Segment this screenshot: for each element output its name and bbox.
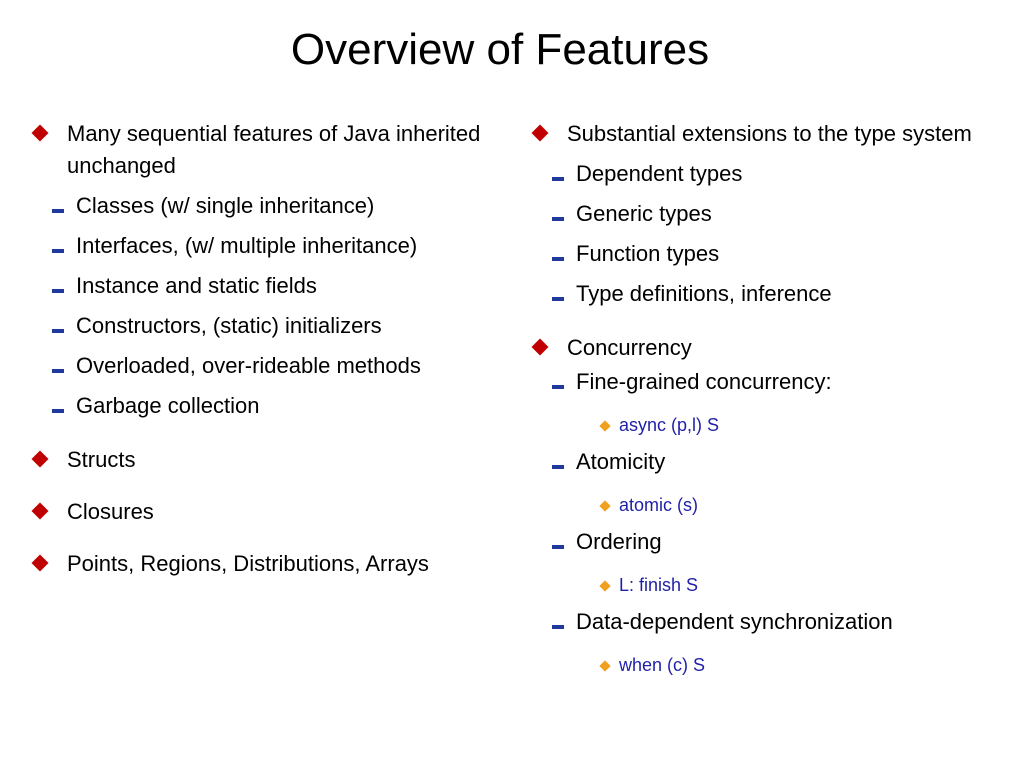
diamond-bullet-icon	[31, 502, 49, 520]
sub-bullet-text: Atomicity	[576, 449, 666, 474]
diamond-bullet-icon	[31, 450, 49, 468]
sub-bullet-dependent-types: Dependent types	[530, 158, 1010, 190]
small-diamond-bullet-icon	[599, 420, 611, 432]
sub-bullet-interfaces: Interfaces, (w/ multiple inheritance)	[30, 230, 500, 262]
slide-title: Overview of Features	[290, 25, 710, 74]
code-text: when (c) S	[619, 655, 706, 675]
sub-bullet-text: Generic types	[576, 201, 712, 226]
diamond-bullet-icon	[531, 338, 549, 356]
bullet-text: Concurrency	[567, 335, 692, 360]
sub-bullet-generic-types: Generic types	[530, 198, 1010, 230]
sub-bullet-atomicity: Atomicity	[530, 446, 1010, 478]
sub-bullet-text: Overloaded, over-rideable methods	[76, 353, 421, 378]
dash-bullet-icon	[552, 257, 564, 261]
sub-bullet-gc: Garbage collection	[30, 390, 500, 422]
sub-bullet-text: Interfaces, (w/ multiple inheritance)	[76, 233, 418, 258]
code-bullet-atomic: atomic (s)	[530, 492, 1010, 518]
sub-bullet-text: Type definitions, inference	[576, 281, 832, 306]
sub-bullet-text: Fine-grained concurrency:	[576, 369, 832, 394]
dash-bullet-icon	[552, 545, 564, 549]
sub-bullet-fine-grained: Fine-grained concurrency:	[530, 366, 1010, 398]
sub-bullet-text: Classes (w/ single inheritance)	[76, 193, 375, 218]
code-text: async (p,l) S	[619, 415, 720, 435]
dash-bullet-icon	[52, 249, 64, 253]
dash-bullet-icon	[52, 409, 64, 413]
dash-bullet-icon	[552, 465, 564, 469]
sub-bullet-text: Data-dependent synchronization	[576, 609, 893, 634]
diamond-bullet-icon	[531, 124, 549, 142]
code-bullet-async: async (p,l) S	[530, 412, 1010, 438]
bullet-text: Substantial extensions to the type syste…	[567, 121, 972, 146]
code-bullet-when: when (c) S	[530, 652, 1010, 678]
small-diamond-bullet-icon	[599, 660, 611, 672]
sub-bullet-text: Dependent types	[576, 161, 743, 186]
sub-bullet-classes: Classes (w/ single inheritance)	[30, 190, 500, 222]
sub-bullet-text: Garbage collection	[76, 393, 260, 418]
bullet-java-features: Many sequential features of Java inherit…	[30, 118, 500, 182]
bullet-text: Structs	[67, 447, 136, 472]
small-diamond-bullet-icon	[599, 580, 611, 592]
code-text: atomic (s)	[619, 495, 699, 515]
bullet-concurrency: Concurrency	[530, 332, 1010, 364]
dash-bullet-icon	[552, 385, 564, 389]
dash-bullet-icon	[552, 217, 564, 221]
dash-bullet-icon	[52, 369, 64, 373]
dash-bullet-icon	[52, 329, 64, 333]
sub-bullet-constructors: Constructors, (static) initializers	[30, 310, 500, 342]
dash-bullet-icon	[52, 289, 64, 293]
diamond-bullet-icon	[31, 554, 49, 572]
sub-bullet-text: Ordering	[576, 529, 662, 554]
bullet-points-regions: Points, Regions, Distributions, Arrays	[30, 548, 500, 580]
sub-bullet-data-dependent: Data-dependent synchronization	[530, 606, 1010, 638]
code-text: L: finish S	[619, 575, 699, 595]
sub-bullet-type-definitions: Type definitions, inference	[530, 278, 1010, 310]
bullet-text: Points, Regions, Distributions, Arrays	[67, 551, 429, 576]
bullet-structs: Structs	[30, 444, 500, 476]
sub-bullet-text: Function types	[576, 241, 720, 266]
sub-bullet-text: Instance and static fields	[76, 273, 317, 298]
small-diamond-bullet-icon	[599, 500, 611, 512]
sub-bullet-ordering: Ordering	[530, 526, 1010, 558]
right-column: Substantial extensions to the type syste…	[530, 118, 1010, 680]
sub-bullet-function-types: Function types	[530, 238, 1010, 270]
bullet-closures: Closures	[30, 496, 500, 528]
diamond-bullet-icon	[31, 124, 49, 142]
dash-bullet-icon	[552, 625, 564, 629]
left-column: Many sequential features of Java inherit…	[30, 118, 500, 580]
dash-bullet-icon	[52, 209, 64, 213]
sub-bullet-overloaded: Overloaded, over-rideable methods	[30, 350, 500, 382]
sub-bullet-text: Constructors, (static) initializers	[76, 313, 382, 338]
bullet-text: Many sequential features of Java inherit…	[67, 121, 481, 178]
code-bullet-finish: L: finish S	[530, 572, 1010, 598]
bullet-text: Closures	[67, 499, 154, 524]
sub-bullet-fields: Instance and static fields	[30, 270, 500, 302]
bullet-type-extensions: Substantial extensions to the type syste…	[530, 118, 1010, 150]
dash-bullet-icon	[552, 297, 564, 301]
dash-bullet-icon	[552, 177, 564, 181]
